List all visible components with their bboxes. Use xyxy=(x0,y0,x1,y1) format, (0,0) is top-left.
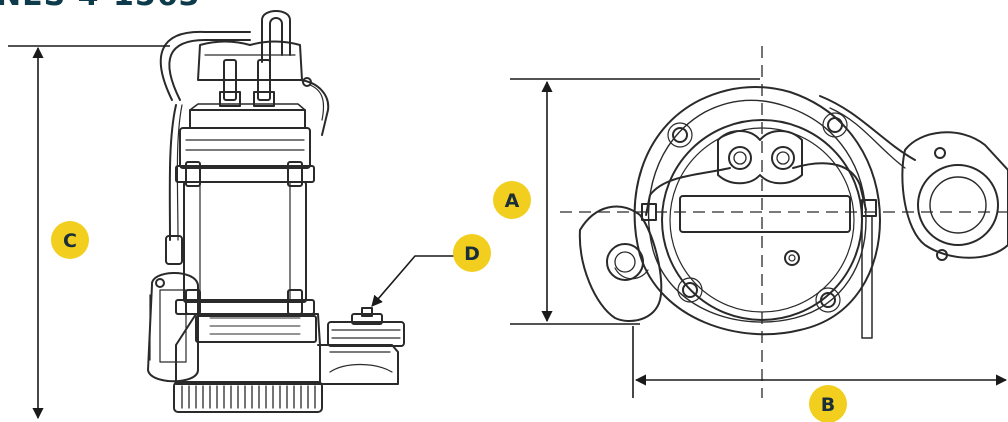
dimension-badge-a: A xyxy=(493,181,531,219)
page-title-fragment: NES 4-1563 xyxy=(0,0,200,13)
badge-c-label: C xyxy=(63,230,77,252)
badge-a-label: A xyxy=(505,190,520,212)
badge-b-label: B xyxy=(821,394,835,416)
badge-d-label: D xyxy=(464,243,480,265)
dimension-b-line xyxy=(632,326,1008,398)
dimension-badge-c: C xyxy=(51,221,89,259)
dimension-d-leader xyxy=(371,255,455,307)
pump-side-view xyxy=(147,10,405,413)
dimension-a-line xyxy=(510,78,760,325)
dimension-badge-b: B xyxy=(809,385,847,422)
dimension-badge-d: D xyxy=(453,234,491,272)
dimension-c-line xyxy=(8,45,170,420)
